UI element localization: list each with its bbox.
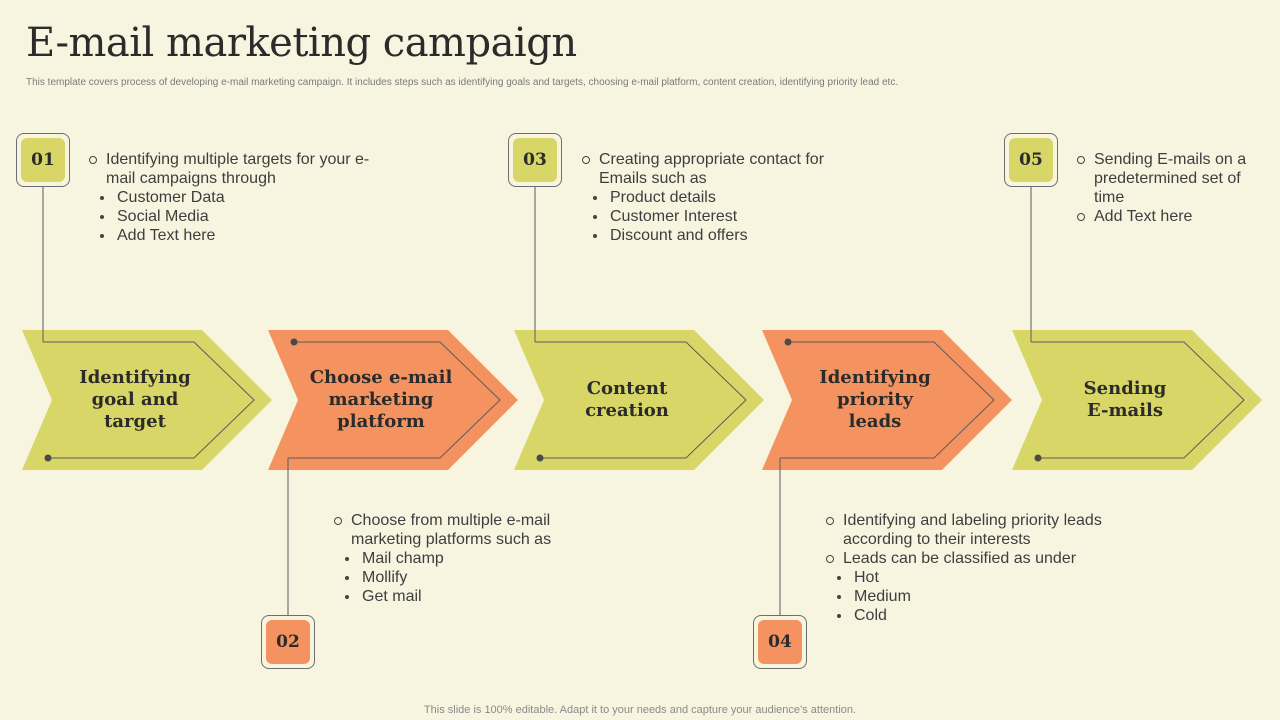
step-number-badge-5: 05 <box>1004 133 1058 187</box>
description-text: Sending E-mails on a predetermined set o… <box>1094 151 1247 206</box>
outline-end-dot-5 <box>1034 454 1042 462</box>
description-point: Sending E-mails on a predetermined set o… <box>1076 150 1261 207</box>
description-point: Identifying multiple targets for your e-… <box>88 150 378 188</box>
step-number-badge-4: 04 <box>753 615 807 669</box>
description-sub-item: Customer Data <box>88 188 378 207</box>
chevron-outline-1 <box>43 341 255 459</box>
outline-end-dot-3 <box>536 454 544 462</box>
chevron-outline-4 <box>780 341 995 459</box>
description-text: Choose from multiple e-mail marketing pl… <box>351 512 552 548</box>
step-number: 01 <box>21 138 65 182</box>
description-point: Leads can be classified as under <box>825 549 1125 568</box>
page-title: E-mail marketing campaign <box>26 20 577 66</box>
step-number: 03 <box>513 138 557 182</box>
description-sub-item: Product details <box>581 188 841 207</box>
description-point: Creating appropriate contact for Emails … <box>581 150 841 188</box>
description-point: Choose from multiple e-mail marketing pl… <box>333 511 583 549</box>
step-number-badge-3: 03 <box>508 133 562 187</box>
step-description-4: Identifying and labeling priority leads … <box>825 511 1125 625</box>
stage-label-line: E-mails <box>1086 400 1164 421</box>
step-number-badge-1: 01 <box>16 133 70 187</box>
chevron-step-1 <box>22 330 272 470</box>
description-sub-item: Mollify <box>333 568 583 587</box>
step-number: 05 <box>1009 138 1053 182</box>
step-description-1: Identifying multiple targets for your e-… <box>88 150 378 245</box>
description-text: Creating appropriate contact for Emails … <box>599 151 825 187</box>
outline-end-dot-2 <box>290 338 298 346</box>
chevron-outline-2 <box>288 341 501 459</box>
chevron-step-4 <box>762 330 1012 470</box>
footer-note: This slide is 100% editable. Adapt it to… <box>423 704 857 716</box>
chevron-outline-5 <box>1031 341 1245 459</box>
step-number: 02 <box>266 620 310 664</box>
stage-label-line: leads <box>848 411 902 432</box>
description-text: Identifying multiple targets for your e-… <box>106 151 370 187</box>
description-sub-item: Customer Interest <box>581 207 841 226</box>
stage-label-line: Sending <box>1083 378 1167 399</box>
description-sub-item: Discount and offers <box>581 226 841 245</box>
description-sub-item: Social Media <box>88 207 378 226</box>
description-sub-item: Medium <box>825 587 1125 606</box>
step-number-badge-2: 02 <box>261 615 315 669</box>
step-description-5: Sending E-mails on a predetermined set o… <box>1076 150 1261 226</box>
page-subtitle: This template covers process of developi… <box>26 77 899 88</box>
step-description-2: Choose from multiple e-mail marketing pl… <box>333 511 583 606</box>
description-point: Identifying and labeling priority leads … <box>825 511 1125 549</box>
outline-end-dot-1 <box>44 454 52 462</box>
stage-label-line: platform <box>337 411 425 432</box>
stage-label-line: Choose e-mail <box>309 367 453 388</box>
description-text: Leads can be classified as under <box>843 550 1077 567</box>
description-point: Add Text here <box>1076 207 1261 226</box>
chevron-outline-3 <box>535 341 747 459</box>
step-number: 04 <box>758 620 802 664</box>
description-text: Identifying and labeling priority leads … <box>843 512 1102 548</box>
stage-label-line: Content <box>586 378 668 399</box>
stage-label-line: creation <box>585 400 669 421</box>
stage-label-line: Identifying <box>819 367 931 388</box>
step-description-3: Creating appropriate contact for Emails … <box>581 150 841 245</box>
chevron-step-2 <box>268 330 518 470</box>
outline-end-dot-4 <box>784 338 792 346</box>
stage-label-line: Identifying <box>79 367 191 388</box>
chevron-step-3 <box>514 330 764 470</box>
stage-label-line: priority <box>836 389 913 410</box>
description-sub-item: Add Text here <box>88 226 378 245</box>
description-sub-item: Get mail <box>333 587 583 606</box>
description-sub-item: Mail champ <box>333 549 583 568</box>
description-sub-item: Hot <box>825 568 1125 587</box>
chevron-step-5 <box>1012 330 1262 470</box>
stage-label-line: goal and <box>91 389 179 410</box>
description-text: Add Text here <box>1094 208 1193 225</box>
stage-label-line: marketing <box>328 389 434 410</box>
stage-label-line: target <box>104 411 166 432</box>
description-sub-item: Cold <box>825 606 1125 625</box>
